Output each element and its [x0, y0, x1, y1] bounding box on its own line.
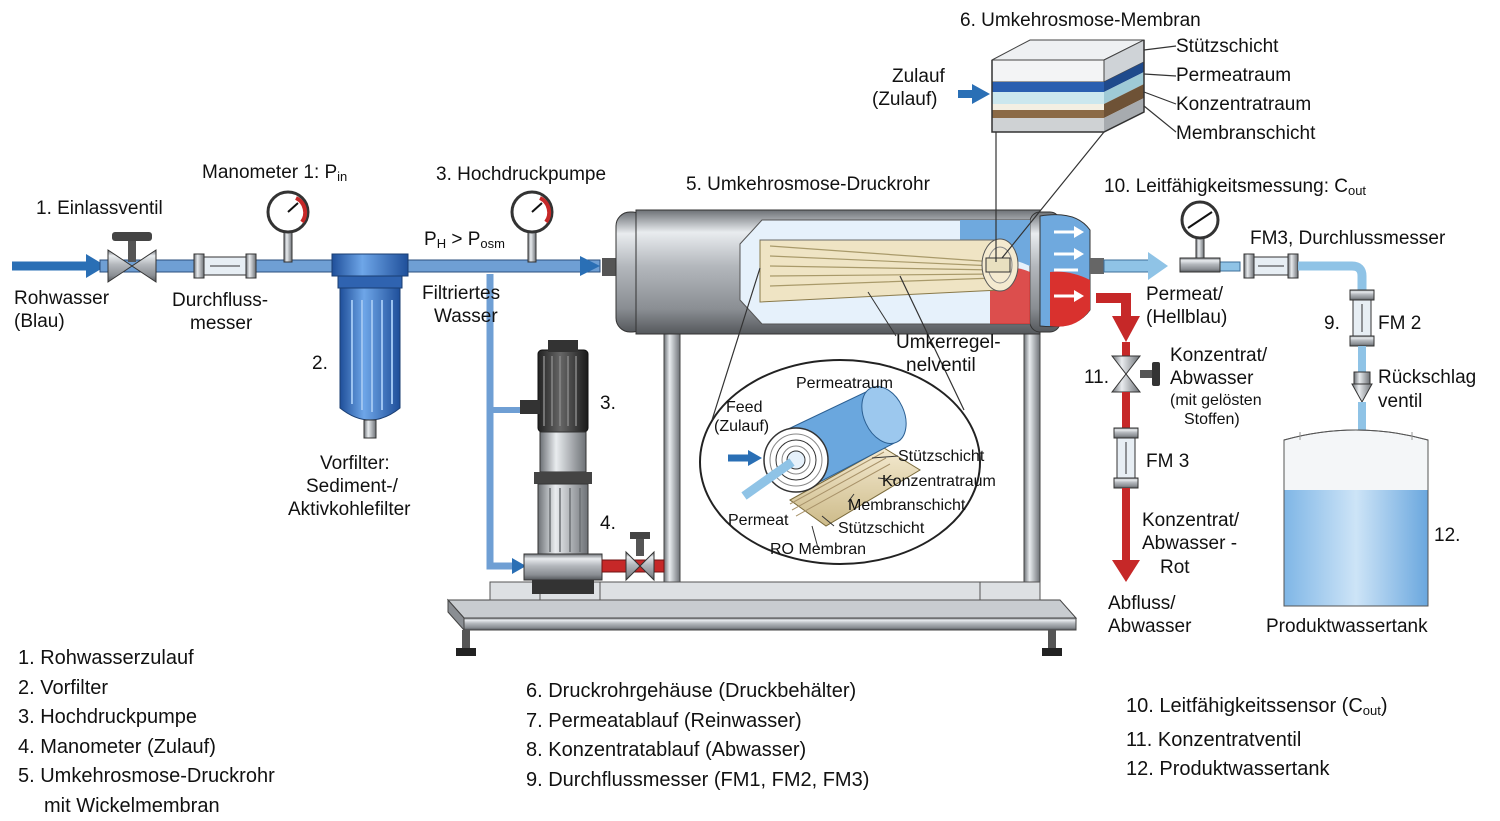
- check-valve-label-2: ventil: [1378, 390, 1422, 413]
- feed-label-1: Zulauf: [892, 65, 945, 88]
- inset-feed-1: Feed: [726, 398, 762, 417]
- flowmeter-fm3-top-icon: [1244, 254, 1298, 278]
- layer-concentrate-label: Konzentratraum: [1176, 93, 1311, 116]
- concentrate-pipe: [1096, 298, 1126, 318]
- concentrate-valve-icon: [1112, 356, 1160, 392]
- legend-item: 3. Hochdruckpumpe: [18, 703, 275, 733]
- concentrate-red-label-3: Rot: [1160, 556, 1190, 579]
- legend-item: 6. Druckrohrgehäuse (Druckbehälter): [526, 677, 869, 707]
- gauge-valve-icon: [626, 532, 654, 580]
- bypass-label-2: nelventil: [906, 354, 976, 377]
- inset-konzentratraum: Konzentratraum: [882, 472, 996, 491]
- concentrate-label-4: Stoffen): [1184, 410, 1240, 429]
- fm2-label: FM 2: [1378, 312, 1421, 335]
- prefilter-number: 2.: [312, 352, 328, 375]
- gauge-number: 4.: [600, 512, 616, 535]
- membrane-title: 6. Umkehrosmose-Membran: [960, 9, 1201, 32]
- fm2-number: 9.: [1324, 312, 1340, 335]
- inlet-valve-icon: [108, 232, 156, 282]
- check-valve-label-1: Rückschlag: [1378, 366, 1476, 389]
- flowmeter-1-icon: [194, 254, 256, 278]
- filtered-water-label-1: Filtriertes: [422, 282, 500, 305]
- conductivity-sensor-icon: [1180, 202, 1220, 272]
- flowmeter-label-2: messer: [190, 312, 252, 335]
- legend-item: 1. Rohwasserzulauf: [18, 644, 275, 674]
- pump-number: 3.: [600, 392, 616, 415]
- concentrate-label-3: (mit gelösten: [1170, 391, 1262, 410]
- concentrate-label-1: Konzentrat/: [1170, 344, 1267, 367]
- flowmeter-label-1: Durchfluss-: [172, 289, 268, 312]
- prefilter-label-2: Sediment-/: [306, 475, 398, 498]
- legend-item: 9. Durchflussmesser (FM1, FM2, FM3): [526, 766, 869, 796]
- feed-arrow-icon: [580, 256, 600, 276]
- prefilter-label-1: Vorfilter:: [320, 452, 390, 475]
- inset-stuetzschicht-2: Stützschicht: [838, 519, 924, 538]
- conductivity-label: 10. Leitfähigkeitsmessung: Cout: [1104, 175, 1366, 202]
- manometer-1-icon: [268, 192, 308, 262]
- legend-item: 4. Manometer (Zulauf): [18, 733, 275, 763]
- permeate-label-1: Permeat/: [1146, 283, 1223, 306]
- inset-permeatraum: Permeatraum: [796, 374, 893, 393]
- tank-label: Produktwassertank: [1266, 615, 1428, 638]
- inset-feed-2: (Zulauf): [714, 417, 769, 436]
- legend-item: 2. Vorfilter: [18, 674, 275, 704]
- feed-label-2: (Zulauf): [872, 88, 937, 111]
- concentrate-red-label-2: Abwasser -: [1142, 532, 1237, 555]
- inset-stuetzschicht-1: Stützschicht: [898, 447, 984, 466]
- legend-item: 7. Permeatablauf (Reinwasser): [526, 707, 869, 737]
- flowmeter-fm2-icon: [1350, 290, 1374, 346]
- high-pressure-pump-icon: [520, 340, 602, 594]
- legend-item: 12. Produktwassertank: [1126, 755, 1388, 785]
- concentrate-label-2: Abwasser: [1170, 367, 1253, 390]
- manometer-2-icon: [512, 192, 552, 262]
- legend-left: 1. Rohwasserzulauf 2. Vorfilter 3. Hochd…: [18, 644, 275, 821]
- filtered-water-label-2: Wasser: [434, 305, 498, 328]
- legend-item: 10. Leitfähigkeitssensor (Cout): [1126, 692, 1388, 726]
- pressure-condition: PH > Posm: [424, 228, 505, 255]
- drain-label-2: Abwasser: [1108, 615, 1191, 638]
- drain-arrow-icon: [1112, 560, 1140, 582]
- permeate-label-2: (Hellblau): [1146, 306, 1227, 329]
- legend-right: 10. Leitfähigkeitssensor (Cout) 11. Konz…: [1126, 692, 1388, 785]
- concentrate-red-label-1: Konzentrat/: [1142, 509, 1239, 532]
- legend-item: 5. Umkehrosmose-Druckrohr: [18, 762, 275, 792]
- layer-membrane-label: Membranschicht: [1176, 122, 1315, 145]
- layer-permeate-label: Permeatraum: [1176, 64, 1291, 87]
- flowmeter-fm3-side-icon: [1114, 428, 1138, 488]
- manometer-1-label: Manometer 1: Pin: [202, 161, 347, 188]
- hp-pump-label: 3. Hochdruckpumpe: [436, 163, 606, 186]
- valve-number: 11.: [1084, 366, 1109, 389]
- legend-middle: 6. Druckrohrgehäuse (Druckbehälter) 7. P…: [526, 677, 869, 795]
- prefilter-housing-icon: [332, 254, 408, 438]
- raw-water-label-2: (Blau): [14, 310, 65, 333]
- raw-water-label-1: Rohwasser: [14, 287, 109, 310]
- layer-support-label: Stützschicht: [1176, 35, 1278, 58]
- product-water-tank-icon: [1284, 430, 1428, 606]
- inset-ro-membran: RO Membran: [770, 540, 866, 559]
- inset-membranschicht: Membranschicht: [848, 496, 965, 515]
- drain-label-1: Abfluss/: [1108, 592, 1176, 615]
- legend-item: 11. Konzentratventil: [1126, 726, 1388, 756]
- inset-permeat: Permeat: [728, 511, 788, 530]
- legend-item: 8. Konzentratablauf (Abwasser): [526, 736, 869, 766]
- fm3-side-label: FM 3: [1146, 450, 1189, 473]
- ro-tube-label: 5. Umkehrosmose-Druckrohr: [686, 173, 930, 196]
- fm3-top-label: FM3, Durchlussmesser: [1250, 227, 1445, 250]
- permeate-pipe: [1104, 260, 1152, 272]
- check-valve-icon: [1352, 372, 1372, 402]
- tank-number: 12.: [1434, 524, 1460, 547]
- legend-item: mit Wickelmembran: [18, 792, 275, 821]
- inlet-valve-label: 1. Einlassventil: [36, 197, 163, 220]
- prefilter-label-3: Aktivkohlefilter: [288, 498, 411, 521]
- end-cap: [1040, 215, 1104, 327]
- bypass-label-1: Umkerregel-: [896, 331, 1001, 354]
